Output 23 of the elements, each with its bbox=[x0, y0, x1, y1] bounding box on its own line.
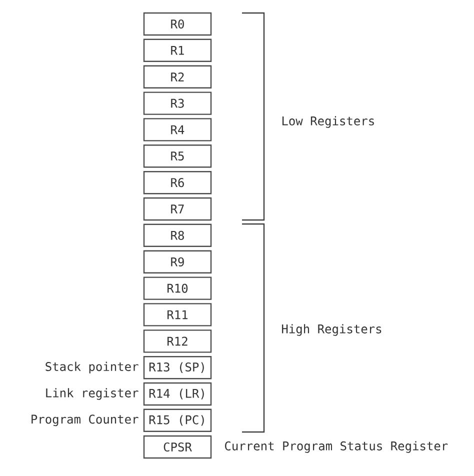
register-box: R11 bbox=[143, 303, 212, 326]
register-box: R5 bbox=[143, 144, 212, 168]
register-name: Link register bbox=[46, 388, 138, 400]
register-box: R14 (LR) bbox=[143, 382, 212, 406]
register-box: R4 bbox=[143, 118, 212, 142]
register-box: R10 bbox=[143, 276, 212, 300]
register-name: Stack pointer bbox=[46, 362, 138, 374]
register-box: R2 bbox=[143, 65, 212, 88]
register-box: CPSR bbox=[143, 435, 212, 459]
register-box: R6 bbox=[143, 171, 212, 194]
register-box: R9 bbox=[143, 250, 212, 274]
register-box: R1 bbox=[143, 38, 212, 62]
register-box: R3 bbox=[143, 92, 212, 115]
register-box: R15 (PC) bbox=[143, 408, 212, 432]
register-description: Current Program Status Register bbox=[225, 441, 448, 453]
register-box: R0 bbox=[143, 12, 212, 36]
group-label: Low Registers bbox=[282, 116, 374, 128]
register-box: R12 bbox=[143, 330, 212, 353]
register-name: Program Counter bbox=[32, 414, 138, 426]
register-box: R7 bbox=[143, 197, 212, 221]
register-box: R13 (SP) bbox=[143, 356, 212, 380]
group-label: High Registers bbox=[282, 324, 382, 336]
register-box: R8 bbox=[143, 224, 212, 247]
